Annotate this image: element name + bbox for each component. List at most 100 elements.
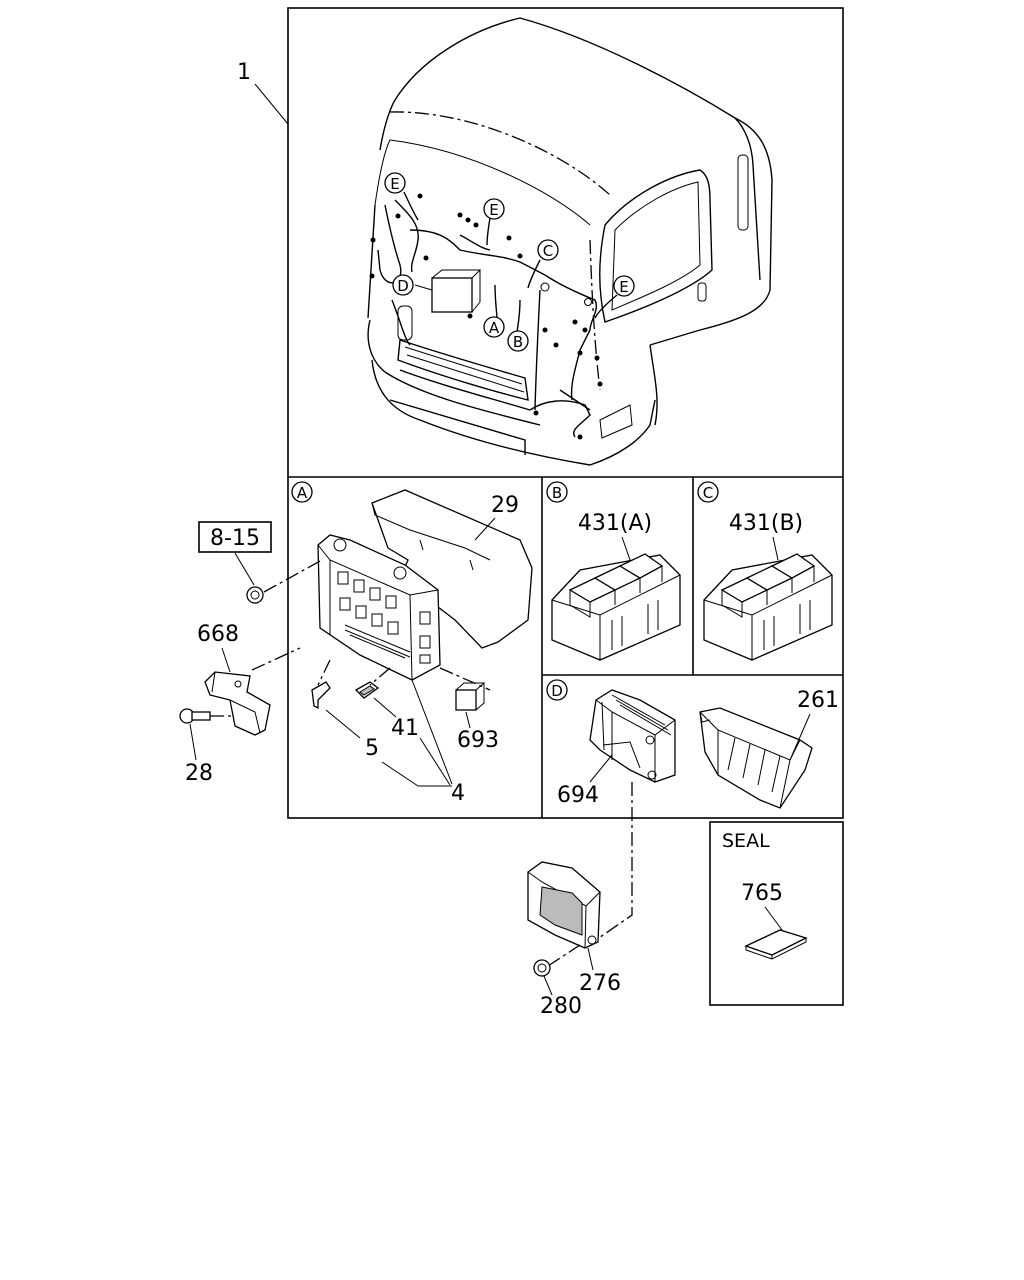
bumper-bar	[389, 399, 526, 455]
svg-text:668: 668	[197, 622, 239, 647]
cab-front-left-edge	[367, 204, 376, 319]
callout-694: 694	[557, 754, 613, 808]
grille-upper	[397, 339, 529, 401]
svg-text:E: E	[619, 278, 628, 296]
harness-connectors	[369, 193, 603, 440]
seal-title: SEAL	[722, 830, 770, 852]
lead-e1	[403, 191, 419, 221]
ref-box-8-15: 8-15	[198, 521, 272, 586]
svg-text:41: 41	[391, 716, 419, 741]
lead-c	[527, 259, 541, 289]
switch-431a	[551, 553, 681, 661]
svg-text:693: 693	[457, 728, 499, 753]
svg-text:29: 29	[491, 493, 519, 518]
harness-center-drop	[534, 289, 541, 411]
svg-text:C: C	[703, 484, 713, 502]
panel-b-switch: B 431(A)	[546, 481, 681, 661]
grille-slats	[404, 346, 525, 393]
door-front-seam	[589, 239, 601, 391]
fuse-block-4	[317, 534, 441, 681]
relay-693	[455, 689, 477, 711]
callout-280: 280	[540, 975, 582, 1019]
fuse-box-cover-29	[371, 489, 533, 649]
headlamp-left	[397, 305, 413, 341]
marker-e1: E	[384, 172, 406, 194]
frame	[287, 7, 844, 1006]
dash-control-box-top	[431, 269, 482, 313]
leader-nut-to-block	[263, 559, 323, 593]
door-window	[599, 169, 713, 323]
svg-text:D: D	[551, 682, 563, 700]
svg-text:5: 5	[365, 736, 379, 761]
harness-dash-main	[409, 229, 546, 276]
svg-text:694: 694	[557, 783, 599, 808]
callout-765: 765	[741, 881, 783, 931]
leader-controller-276	[595, 782, 633, 941]
cover-261	[699, 707, 813, 809]
cab-side-outline	[649, 179, 773, 346]
wheel-arch	[649, 344, 658, 426]
svg-text:261: 261	[797, 688, 839, 713]
step-line	[559, 389, 591, 411]
truck-cab-illustration: E E C E D A B	[367, 17, 773, 466]
lead-a	[494, 284, 498, 319]
callout-668: 668	[197, 622, 239, 673]
controller-694	[589, 689, 676, 783]
fuse-box-cover-clips	[419, 539, 474, 571]
panel-c-badge: C	[697, 481, 719, 503]
svg-text:E: E	[489, 201, 498, 219]
cab-rear-edge	[734, 117, 761, 281]
callout-41: 41	[373, 697, 451, 786]
fuse-block-mount-hole-right	[393, 566, 407, 580]
leader-nut-280	[547, 944, 581, 967]
panel-b-badge: B	[546, 481, 568, 503]
panel-c-switch: C 431(B)	[697, 481, 833, 661]
bumper-top	[371, 359, 591, 466]
marker-e2: E	[483, 198, 505, 220]
leader-fuse-5	[317, 659, 331, 686]
leader-fuse-41	[369, 667, 391, 686]
fuse-row	[344, 624, 411, 659]
svg-text:1: 1	[237, 60, 251, 85]
fuse-block-edges	[317, 544, 439, 681]
nut-280	[533, 959, 551, 977]
harness-front-drop	[391, 299, 411, 346]
cab-front-top	[379, 99, 396, 151]
rear-side-window	[737, 154, 749, 231]
panel-d-controller: D 694 261	[546, 679, 839, 809]
bracket-668	[204, 671, 271, 736]
callout-276: 276	[579, 947, 621, 996]
fuse-block-mount-hole-left	[333, 538, 347, 552]
cab-roof-edge	[389, 111, 611, 196]
harness-dash-upper	[459, 234, 491, 251]
callout-431a: 431(A)	[578, 511, 652, 561]
callout-693: 693	[457, 711, 499, 753]
callout-431b: 431(B)	[729, 511, 803, 561]
svg-text:E: E	[390, 175, 399, 193]
callout-28: 28	[185, 723, 213, 786]
panel-a-fuse-box: A 29	[291, 481, 533, 806]
seal-section: SEAL 765	[722, 830, 808, 960]
callout-4: 4	[411, 679, 465, 806]
ref-box-frame	[198, 521, 272, 553]
marker-c: C	[537, 239, 559, 261]
dash-control-box	[431, 277, 473, 313]
marker-a: A	[483, 316, 505, 338]
svg-text:4: 4	[451, 781, 465, 806]
fuse-41-shade	[359, 685, 375, 696]
harness-left-branch	[394, 199, 419, 273]
lead-d	[414, 284, 433, 291]
svg-text:765: 765	[741, 881, 783, 906]
bolt-28	[179, 708, 235, 724]
cab-roof-outline	[394, 17, 773, 181]
nut-8-15	[246, 586, 264, 604]
svg-text:28: 28	[185, 761, 213, 786]
svg-text:431(A): 431(A)	[578, 511, 652, 536]
harness-right	[544, 274, 598, 401]
lead-e2	[486, 217, 491, 246]
lead-b	[516, 299, 521, 333]
svg-text:8-15: 8-15	[210, 526, 260, 551]
leader-relay	[439, 667, 491, 691]
marker-d: D	[392, 274, 414, 296]
headlamp-right	[599, 404, 633, 439]
